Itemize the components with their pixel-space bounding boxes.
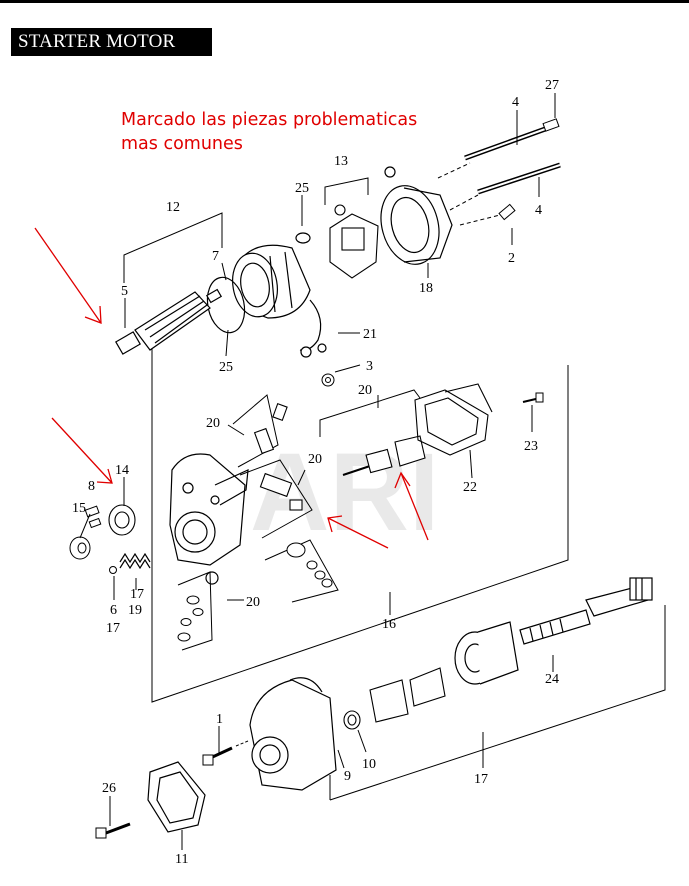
lead-wire bbox=[299, 299, 327, 358]
callout-8: 8 bbox=[88, 479, 95, 494]
callout-11: 11 bbox=[175, 852, 188, 867]
cap-15 bbox=[69, 536, 91, 560]
assembly-16-outline bbox=[151, 320, 569, 703]
bracket-12 bbox=[123, 212, 223, 283]
pin-8 bbox=[84, 505, 102, 529]
callout-1: 1 bbox=[216, 712, 223, 727]
callout-24: 24 bbox=[545, 672, 559, 687]
callout-20-plunger: 20 bbox=[358, 383, 372, 398]
plunger bbox=[342, 435, 426, 476]
callout-7: 7 bbox=[212, 249, 219, 264]
callout-5: 5 bbox=[121, 284, 128, 299]
assembly-17-outline bbox=[329, 605, 666, 801]
field-yoke bbox=[232, 232, 311, 319]
gasket-11 bbox=[147, 761, 206, 833]
callout-20-upper: 20 bbox=[206, 416, 220, 431]
bracket-20-right bbox=[239, 459, 313, 539]
part-callouts: 27 4 13 25 12 4 7 2 5 18 21 25 3 20 20 2… bbox=[72, 78, 559, 867]
callout-25-low: 25 bbox=[219, 360, 233, 375]
pinion-shaft bbox=[519, 577, 653, 645]
arrow-terminal bbox=[327, 515, 389, 549]
callout-20-lower: 20 bbox=[246, 595, 260, 610]
callout-22: 22 bbox=[463, 480, 477, 495]
callout-25-top: 25 bbox=[295, 181, 309, 196]
callout-20-right: 20 bbox=[308, 452, 322, 467]
callout-4-mid: 4 bbox=[535, 203, 542, 218]
end-cover bbox=[380, 166, 453, 265]
arrow-plunger bbox=[394, 471, 429, 541]
callout-26: 26 bbox=[102, 781, 116, 796]
front-housing bbox=[249, 677, 337, 791]
brush-holder bbox=[329, 204, 379, 279]
gear-14 bbox=[108, 504, 136, 536]
callout-6: 6 bbox=[110, 603, 117, 618]
arrow-armature bbox=[34, 227, 102, 324]
red-arrows bbox=[34, 227, 429, 549]
nut-3 bbox=[321, 373, 335, 387]
callout-3: 3 bbox=[366, 359, 373, 374]
drive-gears bbox=[343, 667, 446, 730]
callout-27: 27 bbox=[545, 78, 559, 93]
callout-9: 9 bbox=[344, 769, 351, 784]
gasket-22 bbox=[414, 383, 493, 456]
through-bolts bbox=[437, 118, 561, 226]
arrow-gear bbox=[51, 417, 113, 484]
callout-17-left: 17 bbox=[130, 587, 144, 602]
callout-17-low: 17 bbox=[106, 621, 120, 636]
leader-lines bbox=[79, 93, 556, 850]
callout-17-right: 17 bbox=[474, 772, 488, 787]
callout-14: 14 bbox=[115, 463, 129, 478]
spring-19 bbox=[119, 552, 151, 570]
bracket-20-lower bbox=[177, 571, 213, 651]
drive-housing bbox=[169, 453, 249, 585]
bolt-26 bbox=[95, 822, 131, 839]
callout-18: 18 bbox=[419, 281, 433, 296]
terminal-parts bbox=[253, 403, 303, 511]
callout-4-top: 4 bbox=[512, 95, 519, 110]
callout-21: 21 bbox=[363, 327, 377, 342]
section-title: STARTER MOTOR bbox=[11, 28, 212, 56]
bolt-1 bbox=[202, 740, 249, 766]
bracket-20-top bbox=[232, 394, 279, 468]
note-line-2: mas comunes bbox=[121, 134, 243, 154]
callout-23: 23 bbox=[524, 439, 538, 454]
top-rule bbox=[0, 0, 689, 3]
callout-2: 2 bbox=[508, 251, 515, 266]
bracket-20-plunger bbox=[319, 389, 421, 437]
callout-19: 19 bbox=[128, 603, 142, 618]
armature bbox=[115, 288, 223, 355]
callout-12: 12 bbox=[166, 200, 180, 215]
bracket-13 bbox=[324, 177, 369, 205]
screw-23 bbox=[522, 392, 544, 403]
callout-13: 13 bbox=[334, 154, 348, 169]
washers bbox=[177, 542, 333, 642]
clutch-gear bbox=[454, 621, 519, 685]
ball-6 bbox=[109, 566, 117, 574]
note-line-1: Marcado las piezas problematicas bbox=[121, 110, 418, 130]
callout-15: 15 bbox=[72, 501, 86, 516]
problem-parts-note: Marcado las piezas problematicas mas com… bbox=[121, 108, 417, 156]
callout-10: 10 bbox=[362, 757, 376, 772]
callout-16: 16 bbox=[382, 617, 396, 632]
